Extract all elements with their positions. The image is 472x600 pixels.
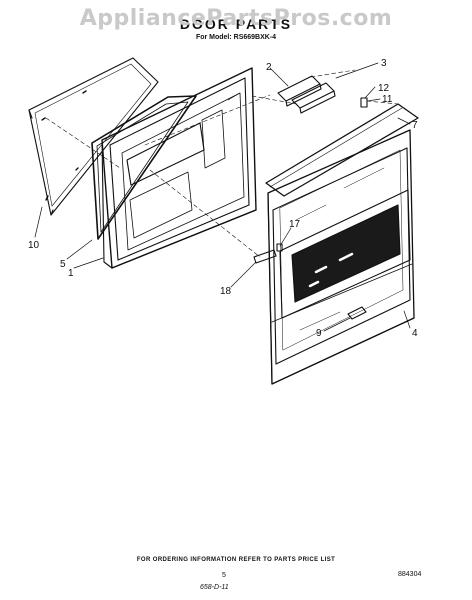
hinge-bracket-left [277,75,322,107]
window-highlights [308,252,354,288]
top-door-trim [265,103,419,197]
callout-9: 9 [316,328,322,339]
leader-lines [34,62,411,332]
callout-1: 1 [68,268,74,279]
callout-5: 5 [60,259,66,270]
rear-door-panel [28,57,159,216]
handwritten-code: 658-D-11 [200,584,229,591]
page-title: DOOR PARTS [179,16,293,32]
callout-2: 2 [266,62,272,73]
alignment-lines [45,69,399,258]
callout-11: 11 [382,94,393,105]
inner-door-liner [101,67,257,269]
model-number: For Model: RS669BXK-4 [195,34,277,41]
callout-3: 3 [381,58,387,69]
door-clip [360,97,368,108]
catalog-code: 884304 [398,571,422,578]
page-number: 5 [222,572,226,579]
watermark: AppliancePartsPros.com [79,6,393,31]
callout-12: 12 [378,83,390,94]
callout-17: 17 [289,219,301,230]
callout-7: 7 [412,120,418,131]
door-gasket [91,95,197,240]
door-handle [347,306,367,320]
outer-door-glass [267,129,415,385]
callout-10: 10 [28,240,40,251]
hinge-bracket-right [291,82,336,114]
callout-4: 4 [412,328,418,339]
ordering-info: FOR ORDERING INFORMATION REFER TO PARTS … [136,557,336,563]
hinge-hardware [253,243,283,264]
callout-18: 18 [220,286,232,297]
